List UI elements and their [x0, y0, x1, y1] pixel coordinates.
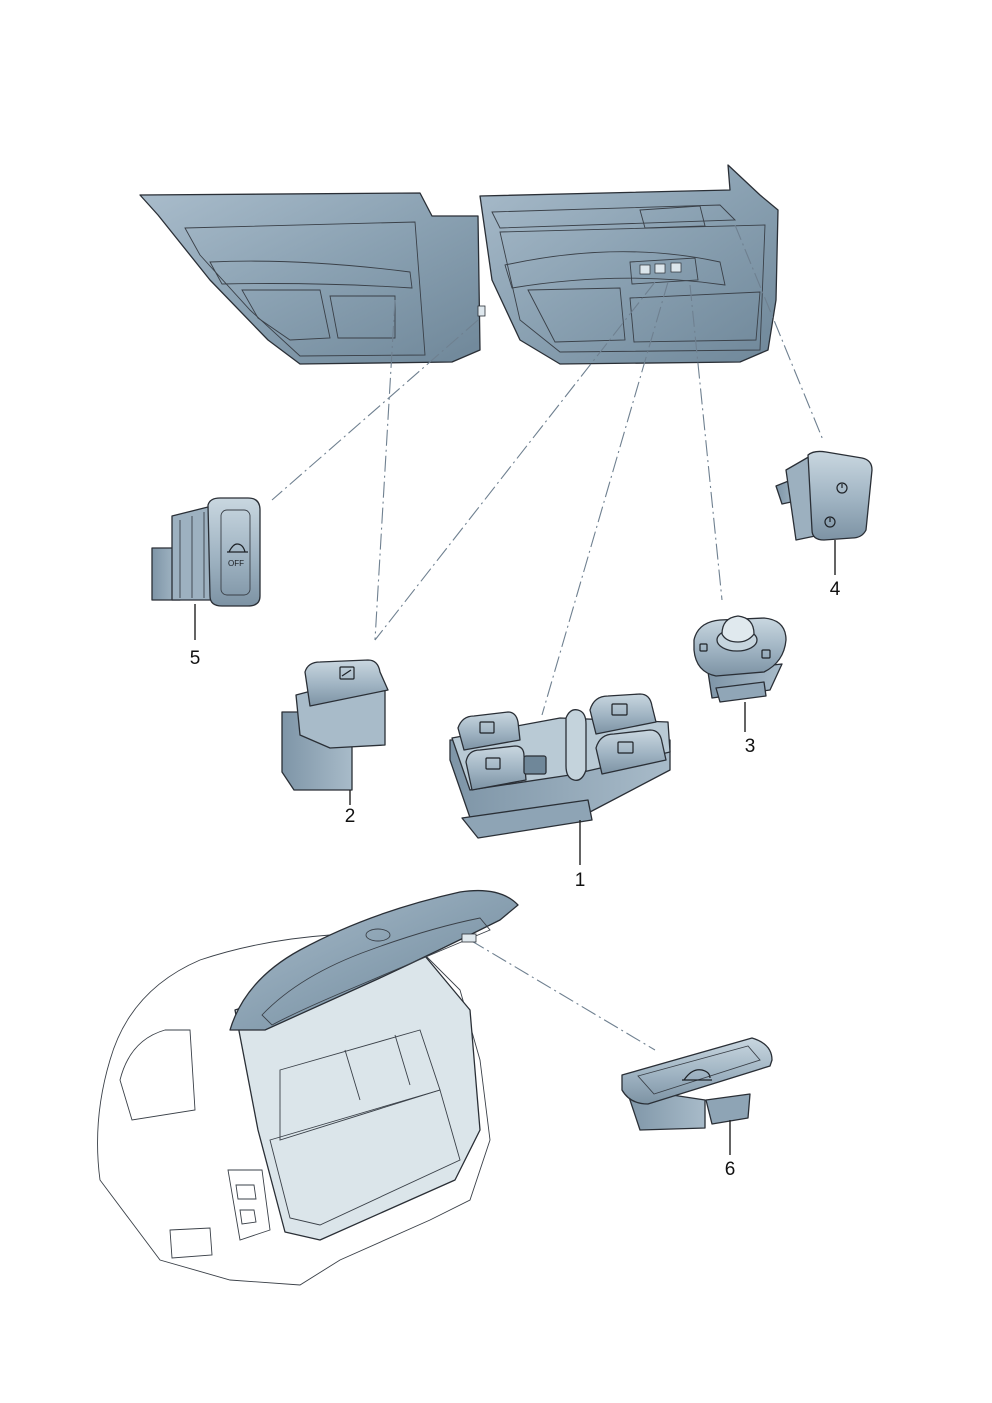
part-2-window-switch — [281, 659, 389, 791]
car-symbol-icon — [227, 543, 248, 553]
tail-light — [227, 1169, 271, 1241]
boot-opening — [234, 949, 481, 1241]
callout-4: 4 — [830, 579, 841, 600]
window-icon — [479, 721, 495, 734]
boot-seat-back — [279, 1029, 441, 1141]
part-3-mirror-switch — [693, 615, 787, 703]
callout-3: 3 — [745, 736, 756, 757]
window-icon — [617, 741, 634, 754]
window-icon — [485, 757, 501, 770]
front-door-pocket — [527, 287, 626, 343]
part-5-switch: OFF — [151, 497, 261, 607]
window-icon — [611, 703, 628, 716]
part-1-master-switch — [449, 693, 671, 839]
rear-door-pocket — [241, 289, 331, 341]
part-6-tailgate-switch — [621, 1037, 773, 1131]
lock-closed-icon — [836, 482, 848, 494]
callout-1: 1 — [575, 870, 586, 891]
front-door-armrest — [504, 251, 726, 289]
front-door-switch-a — [639, 264, 651, 275]
front-door-inner-recess — [499, 224, 766, 353]
window-icon — [339, 666, 355, 680]
callout-6: 6 — [725, 1159, 736, 1180]
leader-lines — [271, 224, 824, 1051]
rear-door-panel — [139, 192, 481, 365]
tailgate-open-icon — [682, 1069, 712, 1081]
front-door-switch-c — [670, 262, 682, 273]
boot-floor — [269, 1089, 461, 1226]
vehicle-rear — [97, 889, 519, 1286]
rear-door-switch-slot — [477, 305, 486, 317]
front-door-lower-pocket — [629, 291, 761, 343]
front-door-mirror-switch-area — [639, 205, 706, 229]
door-trim-panels — [139, 164, 779, 365]
rear-door-armrest — [209, 260, 413, 289]
front-door-panel — [479, 164, 779, 365]
rear-door-inner-recess — [184, 221, 426, 357]
vehicle-body — [97, 929, 491, 1286]
front-door-switch-b — [654, 263, 666, 274]
part-4-lock-switch — [775, 450, 873, 541]
side-window — [119, 1029, 196, 1121]
tailgate-switch-slot — [461, 933, 477, 943]
lock-open-icon — [824, 516, 836, 528]
front-door-switch-module-area — [629, 257, 699, 285]
rear-door-handle — [329, 295, 396, 339]
front-door-upper-trim — [491, 204, 737, 229]
callout-2: 2 — [345, 806, 356, 827]
tailgate-inner-trim — [261, 917, 491, 1026]
switch-5-off-label: OFF — [228, 559, 244, 568]
callout-5: 5 — [190, 648, 201, 669]
